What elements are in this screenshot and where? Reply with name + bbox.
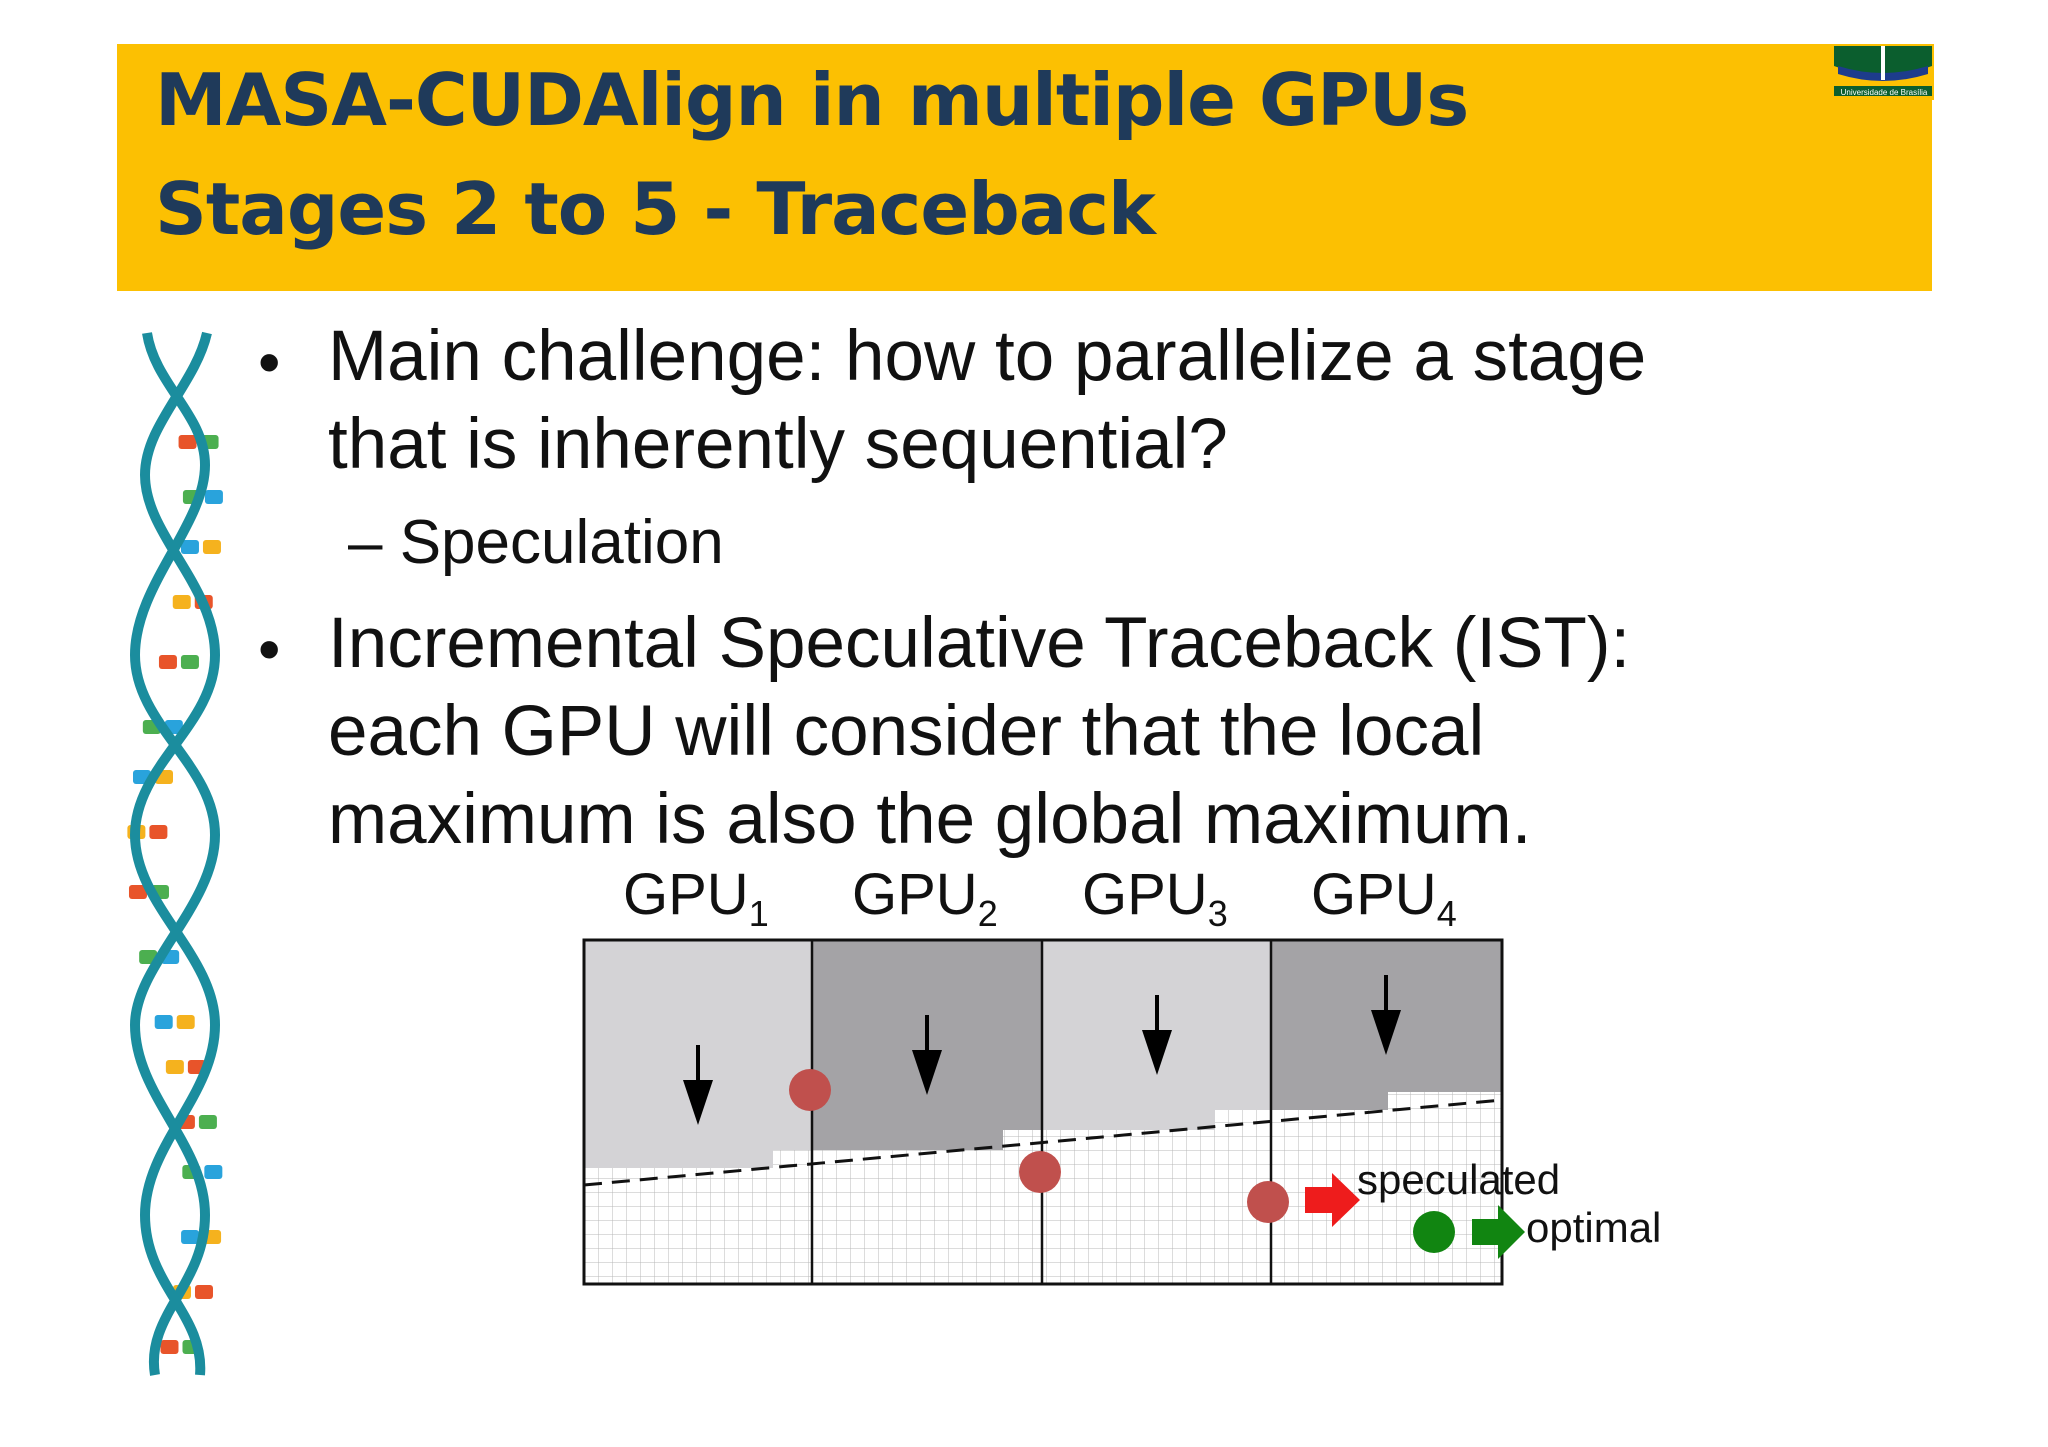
optimal-arrow-icon xyxy=(1472,1205,1525,1259)
matrix-border xyxy=(582,938,1504,1286)
dna-rung xyxy=(158,655,177,669)
dna-rung xyxy=(149,825,168,839)
dna-rung xyxy=(154,1015,173,1029)
slide-subtitle: Stages 2 to 5 - Traceback xyxy=(155,167,1156,251)
dna-rung xyxy=(160,1340,179,1354)
bullet-2-line-3: maximum is also the global maximum. xyxy=(328,780,1532,859)
dna-rung xyxy=(204,1165,223,1179)
slide-title: MASA-CUDAlign in multiple GPUs xyxy=(155,58,1469,142)
gpu-label-3: GPU3 xyxy=(1082,862,1228,934)
bullet-marker: • xyxy=(258,326,281,398)
speculated-arrow-icon xyxy=(1305,1173,1360,1227)
sub-bullet-speculation: – Speculation xyxy=(348,508,724,577)
dna-rung xyxy=(180,655,199,669)
university-logo xyxy=(1832,44,1934,100)
optimal-point xyxy=(1413,1211,1455,1253)
bullet-marker: • xyxy=(258,613,281,685)
logo-caption: Universidade de Brasília xyxy=(1840,88,1928,97)
down-arrow-icon xyxy=(1142,995,1172,1075)
traceback-figure xyxy=(582,938,1525,1286)
legend-speculated: speculated xyxy=(1357,1156,1561,1203)
bullet-2-line-2: each GPU will consider that the local xyxy=(328,692,1485,771)
dna-rung xyxy=(165,1060,184,1074)
down-arrow-icon xyxy=(683,1045,713,1125)
dna-rung xyxy=(180,540,199,554)
dna-rung xyxy=(181,1230,200,1244)
dna-rung xyxy=(194,1285,213,1299)
dna-rung xyxy=(198,1115,217,1129)
speculated-point xyxy=(1247,1181,1289,1223)
dna-helix-icon xyxy=(127,331,223,1376)
bullet-1-line-2: that is inherently sequential? xyxy=(328,405,1228,484)
gpu-label-1: GPU1 xyxy=(623,862,769,934)
gpu-label-4: GPU4 xyxy=(1311,862,1457,934)
dna-rung xyxy=(178,435,197,449)
down-arrow-icon xyxy=(1371,975,1401,1055)
down-arrow-icon xyxy=(912,1015,942,1095)
dna-rung xyxy=(176,1015,195,1029)
dna-rung xyxy=(202,540,221,554)
speculated-point xyxy=(1019,1151,1061,1193)
bullet-1-line-1: Main challenge: how to parallelize a sta… xyxy=(328,317,1647,396)
title-bar: MASA-CUDAlign in multiple GPUs Stages 2 … xyxy=(117,44,1932,291)
speculated-point xyxy=(789,1069,831,1111)
dna-rung xyxy=(204,490,223,504)
bullet-2-line-1: Incremental Speculative Traceback (IST): xyxy=(328,604,1631,683)
dna-rung xyxy=(172,595,191,609)
gpu-label-2: GPU2 xyxy=(852,862,998,934)
legend-optimal: optimal xyxy=(1526,1204,1662,1251)
dna-rung xyxy=(128,885,147,899)
